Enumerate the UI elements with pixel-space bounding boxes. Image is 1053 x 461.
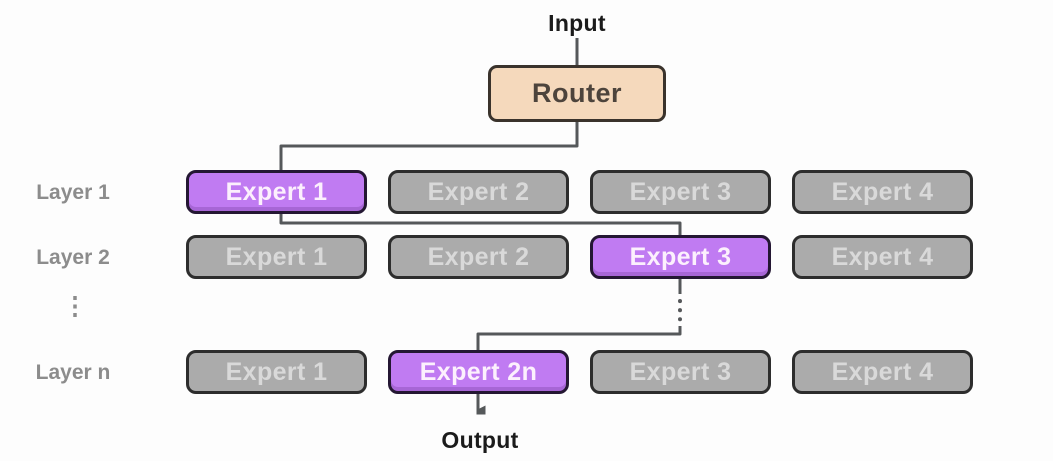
expert-box-layer-n-expert-4: Expert 4: [792, 350, 973, 394]
hidden-layers-ellipsis: ⋮: [62, 292, 88, 320]
expert-box-layer-n-expert-3: Expert 3: [590, 350, 771, 394]
expert-box-layer-1-expert-1-active: Expert 1: [186, 170, 367, 214]
layer-label-layer-n: Layer n: [35, 361, 111, 384]
layer-label-layer-2: Layer 2: [36, 246, 110, 269]
expert-box-layer-1-expert-3: Expert 3: [590, 170, 771, 214]
layer-label-layer-1: Layer 1: [36, 181, 110, 204]
edge-layer1-expert1-to-layer2-expert3: [279, 213, 682, 236]
expert-box-layer-2-expert-2: Expert 2: [388, 235, 569, 279]
input-label: Input: [548, 10, 606, 36]
expert-box-layer-2-expert-4: Expert 4: [792, 235, 973, 279]
output-label: Output: [441, 427, 519, 453]
router-label: Router: [532, 78, 622, 108]
expert-box-layer-2-expert-3-active: Expert 3: [590, 235, 771, 279]
expert-box-layer-1-expert-2: Expert 2: [388, 170, 569, 214]
edge-to-layern-expert2n: [476, 326, 682, 351]
expert-box-layer-n-expert-1: Expert 1: [186, 350, 367, 394]
expert-box-layer-1-expert-4: Expert 4: [792, 170, 973, 214]
router-box: Router: [488, 65, 666, 122]
expert-box-layer-n-expert-2n-active: Expert 2n: [388, 350, 569, 394]
edge-router-to-layer1-expert1: [279, 122, 579, 171]
expert-box-layer-2-expert-1: Expert 1: [186, 235, 367, 279]
